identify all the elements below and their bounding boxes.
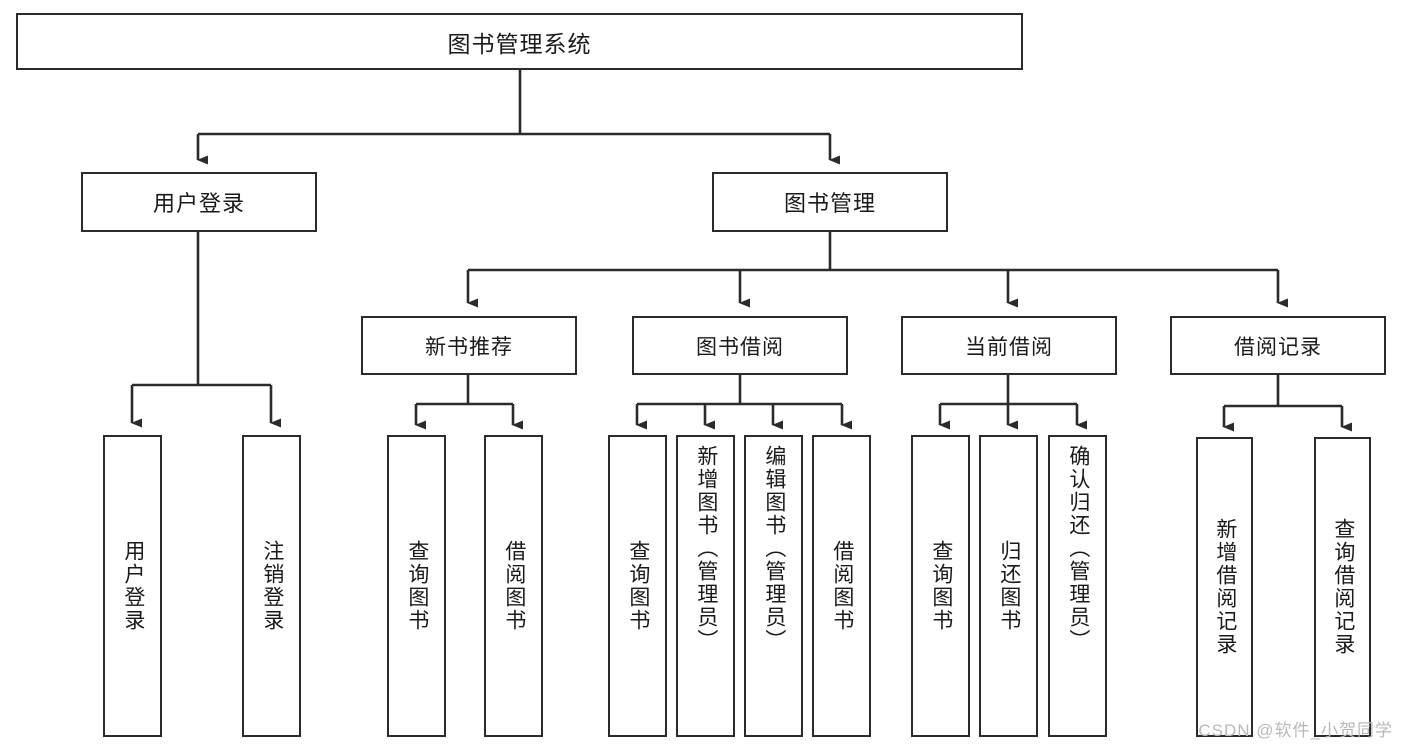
node-book-management[interactable]: 图书管理	[712, 172, 948, 232]
node-book-borrow[interactable]: 图书借阅	[632, 316, 848, 375]
leaf-borrow-record-add-record[interactable]: 新增借阅记录	[1196, 437, 1253, 737]
node-label: 当前借阅	[965, 335, 1053, 359]
node-current-borrow[interactable]: 当前借阅	[901, 316, 1117, 375]
node-label: 借阅记录	[1234, 335, 1322, 359]
node-new-book-recommend[interactable]: 新书推荐	[361, 316, 577, 375]
node-label: 用户登录	[152, 191, 245, 216]
node-label: 图书管理系统	[447, 30, 592, 57]
leaf-label: 查询图书	[405, 540, 429, 632]
node-label: 新书推荐	[425, 335, 513, 359]
leaf-current-borrow-confirm-return-admin[interactable]: 确认归还（管理员）	[1048, 435, 1107, 737]
leaf-label: 用户登录	[121, 540, 145, 632]
leaf-label: 查询图书	[929, 540, 953, 632]
node-root-book-management-system[interactable]: 图书管理系统	[16, 13, 1023, 70]
node-borrow-record[interactable]: 借阅记录	[1170, 316, 1386, 375]
leaf-label: 确认归还（管理员）	[1066, 445, 1090, 652]
leaf-book-borrow-add-book-admin[interactable]: 新增图书（管理员）	[676, 435, 735, 737]
leaf-label: 借阅图书	[830, 540, 854, 632]
leaf-label: 新增图书（管理员）	[694, 445, 718, 652]
leaf-label: 借阅图书	[502, 540, 526, 632]
leaf-label: 编辑图书（管理员）	[762, 445, 786, 652]
leaf-current-borrow-return-book[interactable]: 归还图书	[979, 435, 1038, 737]
leaf-book-borrow-edit-book-admin[interactable]: 编辑图书（管理员）	[744, 435, 803, 737]
node-user-login[interactable]: 用户登录	[81, 172, 317, 232]
leaf-current-borrow-query-book[interactable]: 查询图书	[911, 435, 970, 737]
csdn-watermark: CSDN @软件_小贺同学	[1198, 721, 1393, 740]
node-label: 图书管理	[783, 191, 876, 216]
leaf-book-borrow-borrow-book[interactable]: 借阅图书	[812, 435, 871, 737]
node-label: 图书借阅	[696, 335, 784, 359]
leaf-label: 新增借阅记录	[1213, 518, 1237, 656]
leaf-new-book-query-book[interactable]: 查询图书	[387, 435, 446, 737]
leaf-new-book-borrow-book[interactable]: 借阅图书	[484, 435, 543, 737]
leaf-label: 归还图书	[997, 540, 1021, 632]
leaf-user-login-login[interactable]: 用户登录	[103, 435, 162, 737]
leaf-user-login-logout[interactable]: 注销登录	[242, 435, 301, 737]
leaf-label: 查询借阅记录	[1331, 518, 1355, 656]
leaf-label: 查询图书	[626, 540, 650, 632]
leaf-label: 注销登录	[260, 540, 284, 632]
leaf-borrow-record-query-record[interactable]: 查询借阅记录	[1314, 437, 1371, 737]
leaf-book-borrow-query-book[interactable]: 查询图书	[608, 435, 667, 737]
